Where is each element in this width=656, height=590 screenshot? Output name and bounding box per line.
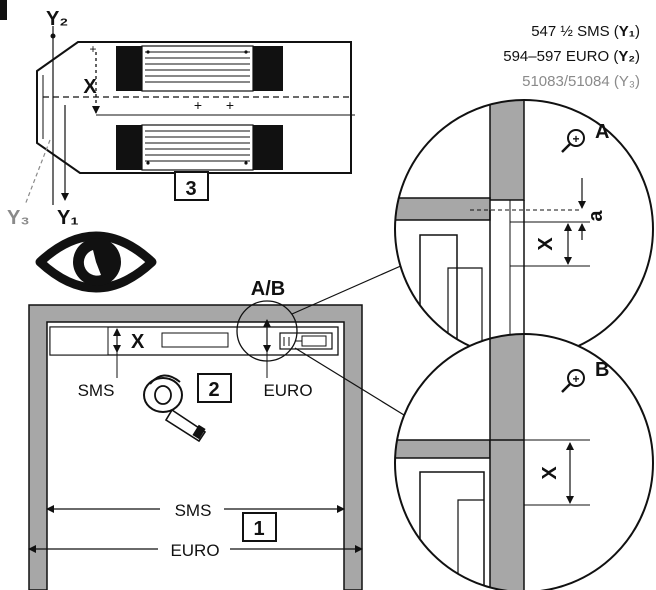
svg-text:+: + xyxy=(572,372,579,386)
step-2-box xyxy=(197,373,232,403)
svg-text:594–597 EURO (Y₂): 594–597 EURO (Y₂) xyxy=(503,48,640,65)
cabinet-x-label: X xyxy=(131,331,145,353)
step-3-box xyxy=(174,171,209,201)
detail-a-circle xyxy=(394,99,654,359)
axis-y3-line xyxy=(24,139,51,206)
detail-a-label: A xyxy=(595,121,609,143)
detail-ab-label: A/B xyxy=(251,278,285,300)
step-1-number: 1 xyxy=(253,518,264,540)
svg-text:+: + xyxy=(572,132,579,146)
magnifier-icon: + xyxy=(561,369,585,393)
euro-width-label: EURO xyxy=(170,541,219,560)
eye-icon xyxy=(35,231,157,293)
svg-text:+: + xyxy=(194,97,202,113)
axis-y3-label: Y₃ xyxy=(7,207,30,229)
euro-callout-label: EURO xyxy=(263,381,312,400)
detail-ab-ring xyxy=(236,300,298,362)
step-3-number: 3 xyxy=(185,178,196,200)
hinge-top-view: X + + + xyxy=(36,41,355,174)
axis-y1-label: Y₁ xyxy=(57,207,79,229)
step-1-box xyxy=(242,512,277,542)
detail-a-dim-x: X xyxy=(535,237,557,251)
detail-b-label: B xyxy=(595,359,609,381)
detail-b-dim-x: X xyxy=(539,466,561,480)
tape-measure-icon xyxy=(143,374,207,443)
detail-a-dim-a: a xyxy=(585,210,607,222)
reference-list: 547 ½ SMS (Y₁) 594–597 EURO (Y₂) 51083/5… xyxy=(503,23,640,90)
step-2-number: 2 xyxy=(208,379,219,401)
sms-callout-label: SMS xyxy=(78,381,115,400)
magnifier-icon: + xyxy=(561,129,585,153)
svg-text:51083/51084 (Y₃): 51083/51084 (Y₃) xyxy=(522,73,640,90)
svg-text:+: + xyxy=(89,42,96,56)
detail-b-circle xyxy=(394,333,654,590)
sms-width-label: SMS xyxy=(175,501,212,520)
axis-y2-label: Y₂ xyxy=(46,8,68,30)
top-view-x-label: X xyxy=(83,76,97,98)
corner-mark xyxy=(0,0,7,20)
svg-text:547 ½ SMS (Y₁): 547 ½ SMS (Y₁) xyxy=(531,23,640,40)
svg-text:+: + xyxy=(226,97,234,113)
